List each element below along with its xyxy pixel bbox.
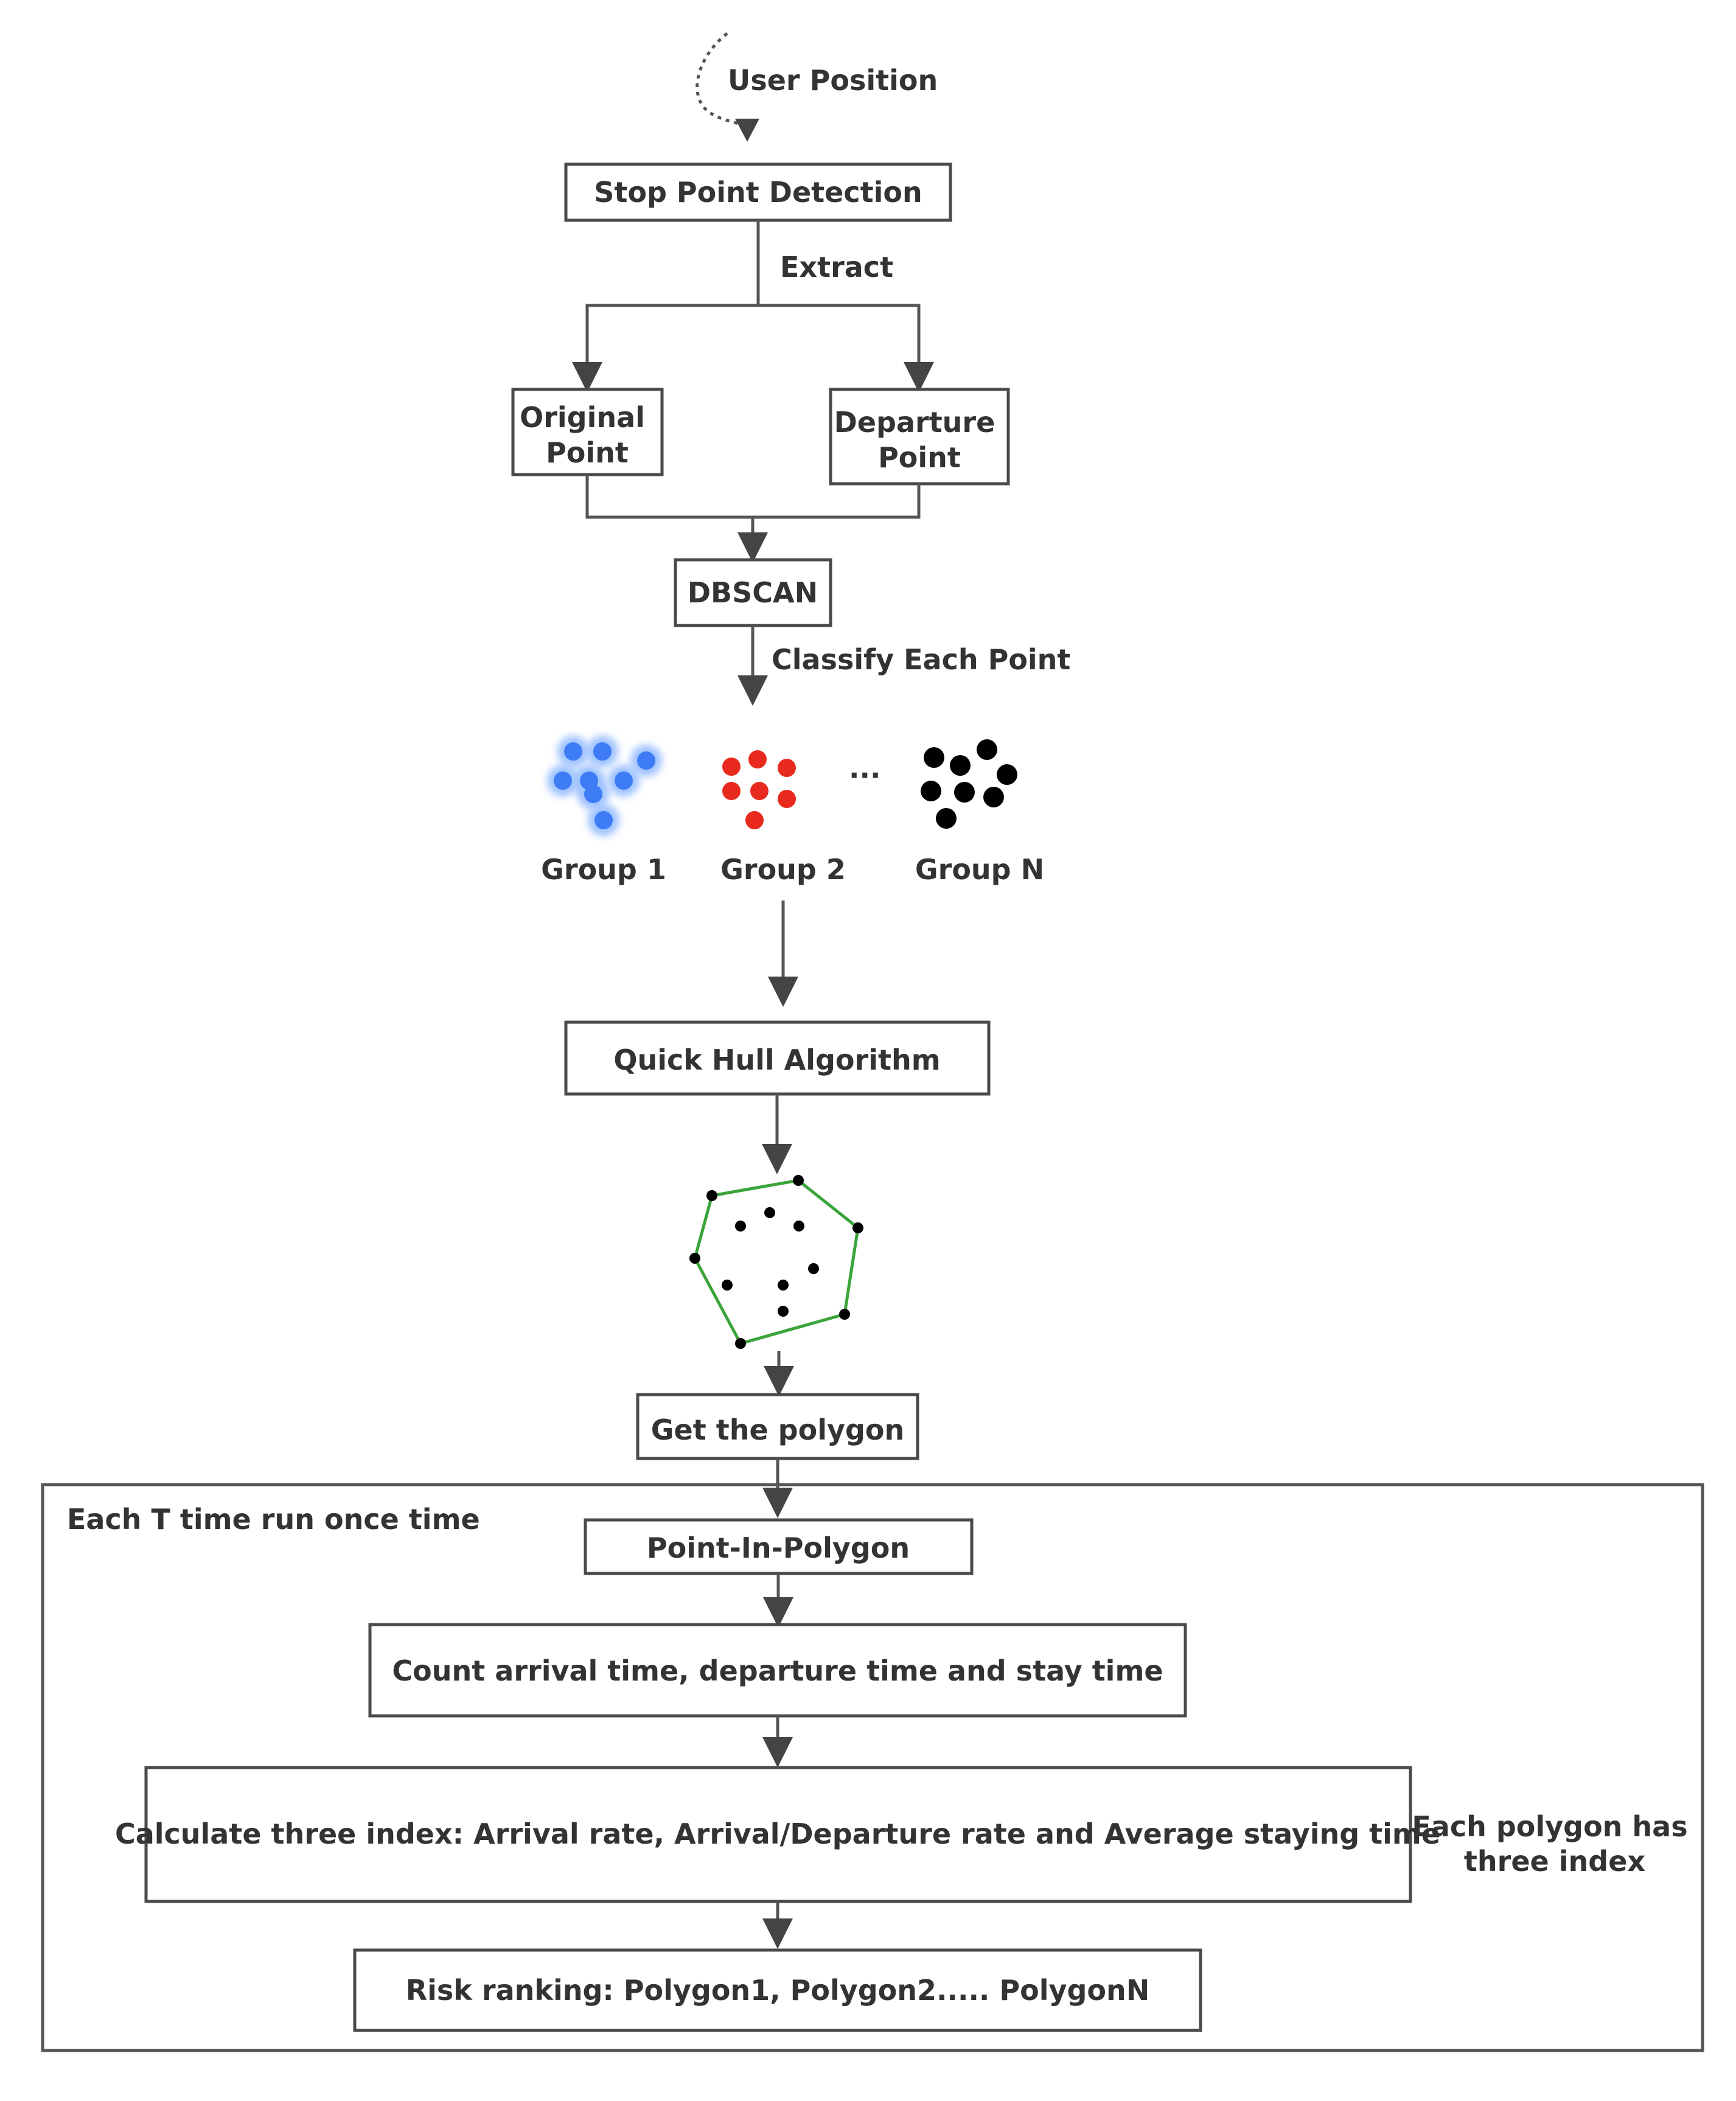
groupN-cluster [921, 739, 1017, 829]
extract-label: Extract [780, 251, 893, 284]
point-in-polygon-label: Point-In-Polygon [647, 1531, 910, 1564]
group2-point [722, 758, 741, 776]
calculate-index-label: Calculate three index: Arrival rate, Arr… [115, 1817, 1440, 1850]
group2-point [722, 782, 741, 800]
hull-vertex [793, 1175, 804, 1186]
hull-vertex [852, 1222, 863, 1233]
hull-inner-point [735, 1221, 746, 1232]
side-note: Each polygon has three index [1412, 1810, 1697, 1878]
hull-inner-point [778, 1280, 789, 1291]
groupN-point [936, 808, 957, 829]
risk-ranking-label: Risk ranking: Polygon1, Polygon2..... Po… [406, 1974, 1150, 2007]
group2-point [750, 782, 769, 800]
quick-hull-label: Quick Hull Algorithm [613, 1044, 940, 1076]
groupN-label: Group N [915, 853, 1044, 886]
groupN-point [954, 782, 975, 803]
hull-inner-point [722, 1280, 733, 1291]
group2-cluster [722, 750, 796, 829]
user-position-label: User Position [728, 64, 938, 97]
groupN-point [921, 781, 941, 801]
dbscan-box [674, 558, 832, 627]
stop-point-detection-label: Stop Point Detection [594, 176, 922, 209]
dbscan-label: DBSCAN [688, 576, 818, 609]
quick-hull-box [564, 1020, 991, 1096]
group1-cluster [547, 736, 662, 836]
group2-point [778, 790, 796, 808]
original-point-box [511, 388, 664, 476]
hull-inner-point [808, 1263, 819, 1274]
hull-polygon [693, 1179, 860, 1345]
hull-inner-point [778, 1306, 789, 1317]
original-point-label: Original Point [520, 401, 655, 469]
count-times-label: Count arrival time, departure time and s… [392, 1654, 1163, 1687]
groupN-point [977, 739, 997, 760]
user-position-arrow [695, 32, 748, 128]
group2-point [745, 811, 764, 829]
point-in-polygon-box [584, 1518, 974, 1575]
loop-container [41, 1483, 1704, 2052]
convex-hull-illustration [689, 1175, 863, 1349]
groupN-point [997, 764, 1017, 785]
classify-label: Classify Each Point [772, 643, 1070, 676]
hull-inner-point [793, 1221, 804, 1232]
hull-inner-point [764, 1207, 775, 1218]
group2-label: Group 2 [720, 853, 846, 886]
get-polygon-box [636, 1393, 919, 1460]
extract-branch [585, 304, 921, 365]
group2-point [748, 750, 767, 768]
hull-vertex [706, 1190, 717, 1201]
groupN-point [983, 787, 1004, 807]
count-times-box [368, 1623, 1187, 1718]
loop-label: Each T time run once time [67, 1503, 480, 1536]
groupN-point [950, 755, 971, 776]
get-polygon-label: Get the polygon [651, 1413, 904, 1446]
departure-point-label: Departure Point [834, 406, 1005, 474]
groups-ellipsis: ··· [849, 759, 880, 792]
user-position-arrowhead [735, 119, 759, 142]
risk-ranking-box [353, 1948, 1202, 2032]
hull-vertex [839, 1309, 850, 1320]
group2-point [778, 759, 796, 777]
groupN-point [924, 747, 944, 768]
departure-point-box [829, 388, 1010, 486]
group1-label: Group 1 [541, 853, 666, 886]
hull-vertex [735, 1338, 746, 1349]
hull-vertex [689, 1253, 700, 1264]
calculate-index-box [144, 1766, 1412, 1903]
